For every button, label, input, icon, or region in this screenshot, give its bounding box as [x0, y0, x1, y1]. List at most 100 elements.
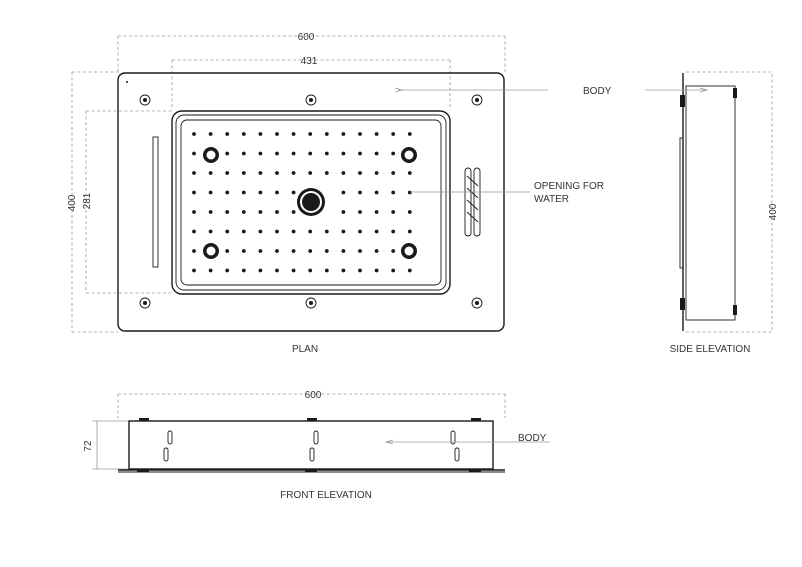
nozzle-dot: [324, 268, 329, 273]
side-tab-top: [733, 88, 737, 98]
side-view-label: SIDE ELEVATION: [670, 344, 751, 355]
nozzle-dot: [241, 210, 246, 214]
front-mounting-slots: [163, 430, 460, 462]
nozzle-dot: [407, 229, 412, 234]
nozzle-dot: [358, 190, 362, 195]
nozzle-dot: [324, 171, 329, 175]
nozzle-dot: [291, 190, 296, 195]
nozzle-dot: [291, 249, 296, 253]
front-height-dim-line: [92, 420, 128, 470]
nozzle-dot: [225, 132, 230, 136]
nozzle-dot: [407, 190, 412, 195]
nozzle-dot: [192, 249, 196, 253]
nozzle-dot: [192, 132, 196, 136]
nozzle-dot: [324, 229, 329, 234]
nozzle-dot: [341, 249, 346, 253]
nozzle-dot: [241, 268, 246, 273]
plan-width-dim-line: [117, 35, 506, 72]
nozzle-dot: [374, 151, 379, 156]
plan-label-opening-line2: WATER: [534, 194, 569, 205]
front-elevation-view: 600 72 BODY FRONT ELEVATION: [83, 390, 550, 501]
plan-dim-600: 600: [298, 32, 315, 43]
nozzle-dot: [291, 151, 296, 156]
front-label-body: BODY: [518, 433, 547, 444]
nozzle-dot: [341, 132, 346, 136]
plan-corner-dot: [126, 81, 128, 83]
nozzle-dot: [358, 229, 362, 234]
nozzle-dot: [308, 229, 313, 234]
front-body: [128, 420, 494, 470]
nozzle-dot: [275, 171, 279, 175]
nozzle-dot: [391, 132, 396, 136]
nozzle-dot: [275, 268, 279, 273]
nozzle-dot: [291, 268, 296, 273]
front-body-arrow: [384, 439, 394, 445]
nozzle-dot: [275, 190, 279, 195]
nozzle-dot: [391, 249, 396, 253]
nozzle-dot: [258, 268, 263, 273]
nozzle-dot: [374, 249, 379, 253]
nozzle-dot: [374, 210, 379, 214]
nozzle-dot: [391, 268, 396, 273]
plan-dim-281: 281: [82, 192, 93, 209]
side-light-strip: [679, 137, 684, 269]
plan-height-dim-line: [71, 71, 118, 333]
plan-body-arrow: [394, 87, 404, 93]
nozzle-dot: [208, 210, 213, 214]
nozzle-dot: [308, 132, 313, 136]
plan-dim-400: 400: [67, 194, 78, 211]
nozzle-dot: [341, 171, 346, 175]
nozzle-dot: [358, 132, 362, 136]
plan-jet-outlets: [203, 147, 417, 259]
nozzle-dot: [391, 229, 396, 234]
nozzle-dot: [324, 249, 329, 253]
nozzle-dot: [358, 268, 362, 273]
front-dim-600: 600: [305, 390, 322, 401]
plan-shower-panel-inner: [180, 119, 442, 286]
nozzle-dot: [225, 249, 230, 253]
nozzle-dot: [358, 151, 362, 156]
nozzle-dot: [341, 210, 346, 214]
nozzle-dot: [192, 210, 196, 214]
nozzle-dot: [407, 132, 412, 136]
nozzle-dot: [192, 268, 196, 273]
plan-nozzle-grid: [192, 132, 412, 273]
nozzle-dot: [208, 229, 213, 234]
nozzle-dot: [374, 190, 379, 195]
nozzle-dot: [192, 190, 196, 195]
nozzle-dot: [241, 229, 246, 234]
nozzle-dot: [391, 151, 396, 156]
nozzle-dot: [275, 151, 279, 156]
nozzle-dot: [391, 210, 396, 214]
side-dim-400: 400: [768, 203, 779, 220]
nozzle-dot: [225, 151, 230, 156]
nozzle-dot: [407, 268, 412, 273]
nozzle-dot: [241, 171, 246, 175]
nozzle-dot: [192, 151, 196, 156]
nozzle-dot: [308, 249, 313, 253]
plan-shower-panel-outer: [171, 110, 451, 295]
nozzle-dot: [308, 268, 313, 273]
nozzle-dot: [225, 171, 230, 175]
nozzle-dot: [374, 229, 379, 234]
plan-side-slots: [464, 167, 481, 237]
front-dim-72: 72: [83, 440, 94, 452]
nozzle-dot: [275, 249, 279, 253]
plan-light-strip: [152, 136, 159, 268]
side-elevation-view: 400 SIDE ELEVATION: [645, 71, 779, 355]
front-brackets: [137, 418, 481, 472]
nozzle-dot: [192, 229, 196, 234]
nozzle-dot: [208, 171, 213, 175]
nozzle-dot: [374, 171, 379, 175]
nozzle-dot: [407, 210, 412, 214]
side-bracket-bottom: [680, 298, 685, 310]
nozzle-dot: [275, 132, 279, 136]
nozzle-dot: [258, 229, 263, 234]
nozzle-dot: [275, 210, 279, 214]
nozzle-dot: [358, 249, 362, 253]
nozzle-dot: [358, 210, 362, 214]
nozzle-dot: [241, 249, 246, 253]
nozzle-dot: [341, 268, 346, 273]
nozzle-dot: [308, 171, 313, 175]
